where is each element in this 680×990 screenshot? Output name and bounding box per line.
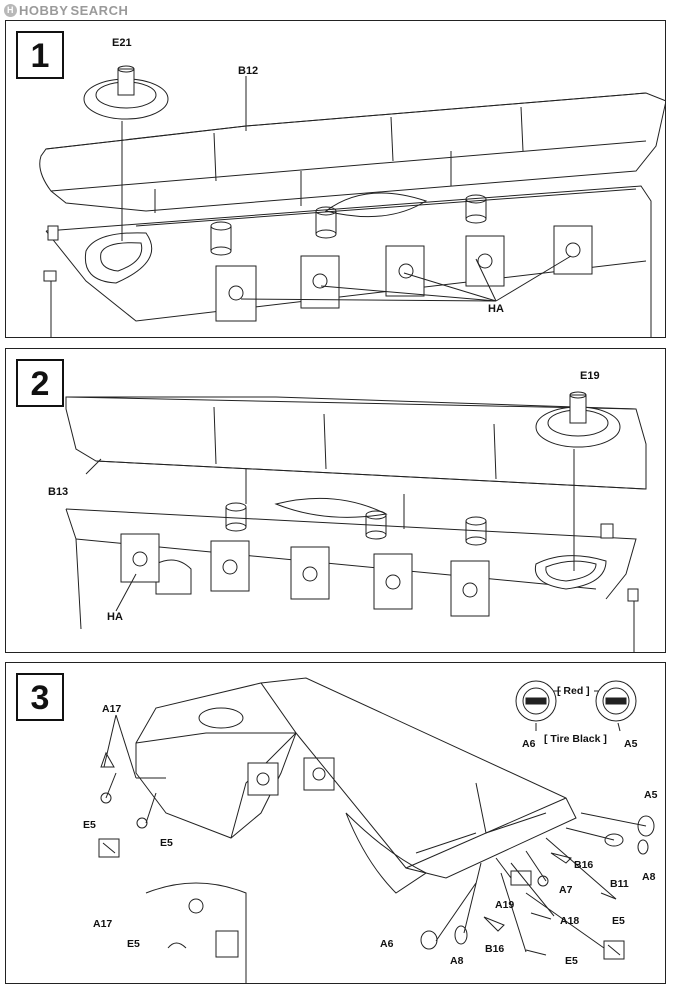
- callout-e5-left-a: E5: [83, 819, 96, 831]
- step-number: 1: [16, 31, 64, 79]
- callout-e5-bottom-right: E5: [565, 955, 578, 967]
- callout-b11: B11: [610, 878, 629, 890]
- callout-a8-bottom: A8: [450, 955, 464, 967]
- step-3-drawing: [98, 677, 655, 983]
- callout-a8-right: A8: [642, 871, 656, 883]
- callout-b16-bottom: B16: [485, 943, 505, 955]
- callout-red-paint: [ Red ]: [557, 685, 590, 697]
- step-number: 3: [16, 673, 64, 721]
- step-3-panel: 3 [ Red ] [ Tire Black ] A6 A5 A17 E5 E5…: [5, 662, 666, 984]
- callout-a19: A19: [495, 899, 515, 911]
- callout-a5-top: A5: [624, 738, 638, 750]
- step-1-drawing: [39, 65, 665, 337]
- callout-b12: B12: [238, 65, 259, 77]
- watermark-suffix: SEARCH: [70, 3, 129, 18]
- callout-a18: A18: [560, 915, 580, 927]
- callout-ha: HA: [107, 611, 123, 623]
- callout-a6-top: A6: [522, 738, 536, 750]
- step-2-drawing: [65, 391, 647, 652]
- callout-e5-left-b: E5: [160, 837, 173, 849]
- callout-e5-right: E5: [612, 915, 625, 927]
- callout-e19: E19: [580, 370, 600, 382]
- callout-a6-bottom: A6: [380, 938, 394, 950]
- callout-e5-bottom: E5: [127, 938, 140, 950]
- watermark-brand: HOBBY: [19, 3, 69, 18]
- callout-a17-left: A17: [102, 703, 122, 715]
- callout-tire-black-paint: [ Tire Black ]: [544, 733, 607, 745]
- step-number: 2: [16, 359, 64, 407]
- callout-ha: HA: [488, 303, 504, 315]
- callout-a7: A7: [559, 884, 573, 896]
- step-1-panel: 1 E21 B12 HA: [5, 20, 666, 338]
- callout-e21: E21: [112, 37, 132, 49]
- callout-a17-bottom: A17: [93, 918, 113, 930]
- callout-b13: B13: [48, 486, 69, 498]
- hobby-search-logo-icon: H: [4, 4, 17, 17]
- callout-b16-right: B16: [574, 859, 594, 871]
- callout-a5-right: A5: [644, 789, 658, 801]
- step-2-panel: 2 E19 B13 HA: [5, 348, 666, 653]
- watermark-logo: H HOBBY SEARCH: [4, 3, 128, 18]
